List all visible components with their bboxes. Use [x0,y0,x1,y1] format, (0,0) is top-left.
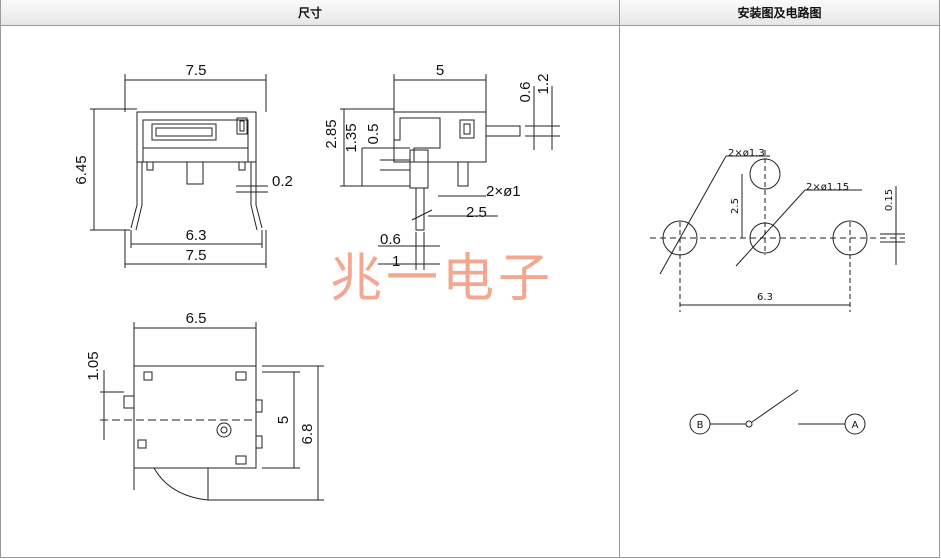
install-header: 安装图及电路图 [620,0,939,26]
side-d1: 1 [392,253,400,270]
terminal-b-label: B [697,420,704,431]
side-pin-dia: 2×ø1 [486,183,521,200]
front-height: 6.45 [73,155,90,184]
side-d06: 0.6 [517,82,534,103]
side-h05: 0.5 [365,124,382,145]
side-d06b: 0.6 [380,231,401,248]
pcb-v25: 2.5 [730,198,741,214]
pcb-big-hole: 2×ø1.3 [728,148,765,159]
front-pin-pitch: 6.3 [186,227,207,244]
side-d25: 2.5 [466,204,487,221]
top-view [100,322,324,501]
top-d105: 1.05 [85,351,102,380]
side-view [340,74,560,270]
column-divider [619,0,620,558]
pcb-v015: 0.15 [884,189,895,211]
side-h135: 1.35 [343,123,360,152]
circuit-diagram [689,389,866,435]
side-d12: 1.2 [535,74,552,95]
pcb-small-hole: 2×ø1.15 [806,182,849,193]
pcb-pitch: 6.3 [757,292,773,303]
dimensions-header: 尺寸 [1,0,619,26]
watermark: 兆一电子 [330,249,554,309]
pcb-layout [650,150,905,312]
terminal-a-label: A [852,420,859,431]
front-bottom-width: 7.5 [186,247,207,264]
side-width: 5 [436,62,444,79]
side-h285: 2.85 [323,119,340,148]
top-width: 6.5 [186,310,207,327]
top-h68: 6.8 [299,424,316,445]
top-h5: 5 [275,416,292,424]
front-pin-offset: 0.2 [272,173,293,190]
front-top-width: 7.5 [186,62,207,79]
front-view [90,74,268,268]
